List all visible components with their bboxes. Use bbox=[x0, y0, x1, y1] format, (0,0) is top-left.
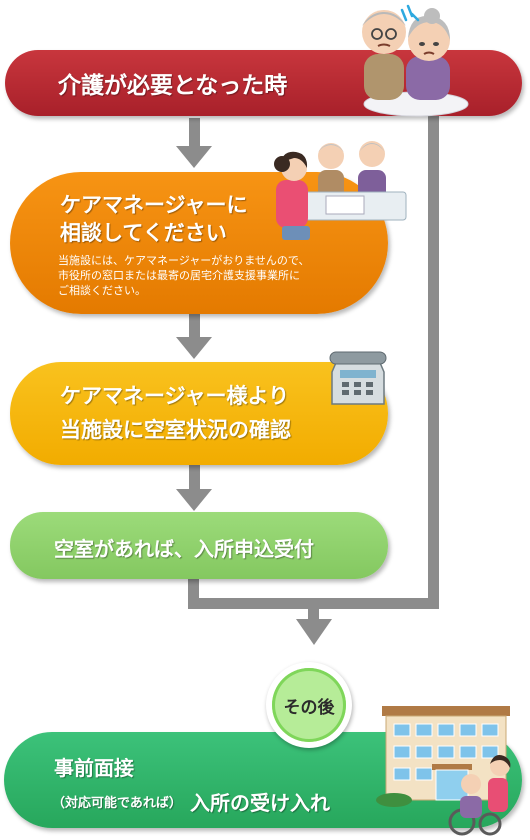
step-2-title-line1: ケアマネージャーに bbox=[60, 193, 248, 217]
connector-right-vertical bbox=[428, 95, 439, 608]
elderly-couple-icon bbox=[362, 4, 469, 117]
step-5-sub-prefix: （対応可能であれば） bbox=[52, 796, 182, 811]
arrow-down-icon bbox=[176, 118, 212, 168]
step-4-title: 空室があれば、入所申込受付 bbox=[54, 537, 314, 561]
arrow-down-icon bbox=[176, 465, 212, 511]
step-5-sub-main: 入所の受け入れ bbox=[190, 791, 330, 815]
connector-left-vertical-4 bbox=[188, 578, 199, 606]
telephone-icon bbox=[329, 351, 387, 405]
step-3-box bbox=[10, 362, 388, 465]
after-that-circle-inner: その後 bbox=[272, 668, 346, 742]
step-3-title-line2: 当施設に空室状況の確認 bbox=[60, 418, 291, 442]
step-4-box bbox=[10, 512, 388, 579]
after-that-label: その後 bbox=[283, 697, 335, 718]
step-2-title-line2: 相談してください bbox=[60, 221, 227, 245]
step-3-title-line1: ケアマネージャー様より bbox=[60, 384, 290, 408]
connector-center-vertical bbox=[308, 598, 319, 620]
step-1-title: 介護が必要となった時 bbox=[58, 73, 288, 99]
step-5-title: 事前面接 bbox=[54, 756, 134, 780]
step-2-note-line1: 当施設には、ケアマネージャーがおりませんので、 bbox=[58, 254, 310, 267]
step-2-note-line2: 市役所の窓口または最寄の居宅介護支援事業所に bbox=[58, 269, 300, 282]
arrow-down-icon bbox=[176, 313, 212, 359]
step-2-note-line3: ご相談ください。 bbox=[58, 284, 146, 297]
arrow-down-icon bbox=[296, 619, 332, 645]
consultation-desk-icon bbox=[274, 141, 407, 240]
care-facility-icon bbox=[376, 706, 511, 836]
